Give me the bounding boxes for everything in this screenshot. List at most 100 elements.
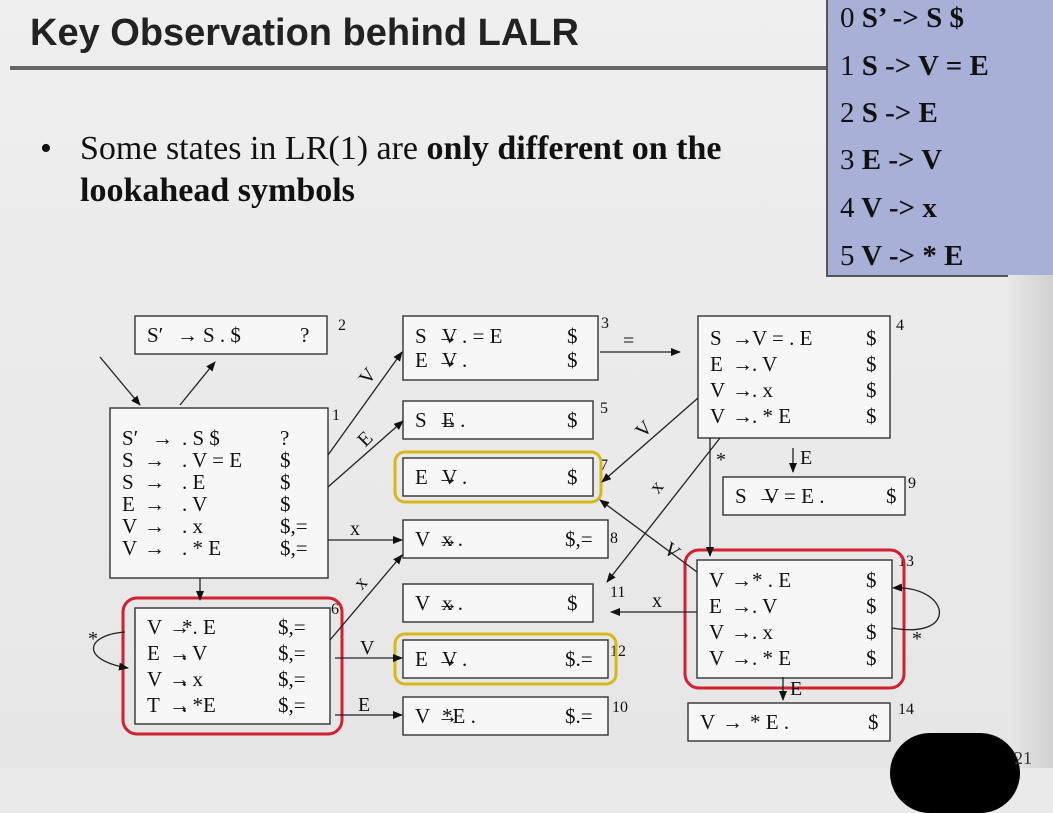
produces-arrow-icon: → — [144, 536, 165, 560]
grammar-rule: 3 E -> V — [840, 144, 942, 177]
produces-arrow-icon: → — [437, 591, 458, 615]
state-box — [134, 315, 328, 355]
item-lookahead: $,= — [280, 536, 308, 560]
state-number: 5 — [600, 400, 608, 417]
state-box — [402, 400, 594, 440]
produces-arrow-icon: → — [732, 352, 753, 376]
item-lookahead: $ — [866, 594, 877, 618]
edge-1-to-3 — [327, 351, 403, 456]
item-lhs: S — [710, 326, 722, 350]
item-lhs: V — [710, 404, 725, 428]
item-rhs: . * E — [752, 404, 791, 428]
state-10: V →*E . $.= 10 — [402, 696, 628, 736]
edge-label-6-to-10: E — [358, 694, 370, 716]
produces-arrow-icon: → — [169, 667, 190, 691]
state-box — [402, 457, 594, 497]
item-lookahead: ? — [300, 323, 309, 347]
item-lhs: V — [147, 667, 162, 691]
grammar-rule: 5 V -> * E — [840, 240, 963, 273]
item-lhs: S — [415, 408, 427, 432]
state-4: S→V = . E$E→. V$V→. x$V→. * E$4 — [697, 315, 904, 439]
state-number: 8 — [610, 530, 618, 547]
item-lhs: S — [122, 470, 134, 494]
state-number: 10 — [612, 699, 628, 716]
item-rhs: V . — [442, 647, 467, 671]
produces-arrow-icon: → — [437, 348, 458, 372]
state-number: 4 — [896, 317, 904, 334]
item-lhs: S — [122, 448, 134, 472]
produces-arrow-icon: → — [437, 704, 458, 728]
item-rhs: *E . — [442, 704, 476, 728]
item-lookahead: $ — [567, 348, 578, 372]
item-lookahead: $ — [280, 448, 291, 472]
item-lhs: V — [122, 536, 137, 560]
edge-label-1-to-5: E — [353, 427, 377, 451]
state-number: 9 — [908, 475, 916, 492]
bullet-text: Some states in LR(1) are only different … — [80, 128, 800, 212]
item-lookahead: $,= — [565, 527, 593, 551]
state-box — [722, 476, 906, 516]
item-rhs: . V — [752, 594, 777, 618]
produces-arrow-icon: → — [144, 492, 165, 516]
item-lookahead: ? — [280, 426, 289, 450]
state-box — [697, 315, 891, 439]
item-rhs: S . $ — [203, 323, 241, 347]
edge-label-13-self: * — [912, 628, 922, 650]
state-box — [402, 639, 609, 679]
state-box — [687, 702, 891, 742]
produces-arrow-icon: → — [177, 323, 198, 347]
state-number: 3 — [601, 315, 609, 332]
lr1-state-diagram: S′→S . $?2S′→. S $?S→. V = E$S→. E$E→. V… — [88, 315, 941, 742]
presenter-overlay — [890, 733, 1020, 813]
produces-arrow-icon: → — [144, 448, 165, 472]
item-rhs: E . — [442, 408, 465, 432]
state-14: V→* E .$14 — [687, 701, 914, 742]
grammar-rule: 4 V -> x — [840, 192, 937, 225]
item-lookahead: $.= — [565, 704, 593, 728]
item-lookahead: $ — [866, 404, 877, 428]
state-number: 6 — [331, 601, 339, 618]
item-lookahead: $ — [567, 408, 578, 432]
produces-arrow-icon: → — [437, 527, 458, 551]
state-5: S→E .$5 — [402, 400, 608, 440]
item-lookahead: $ — [866, 326, 877, 350]
item-lhs: S — [735, 484, 747, 508]
produces-arrow-icon: → — [144, 470, 165, 494]
produces-arrow-icon: → — [732, 404, 753, 428]
state-9: S→V = E .$9 — [722, 475, 916, 516]
edge-1-to-2 — [179, 361, 216, 406]
item-lookahead: $ — [866, 646, 877, 670]
state-1: S′→. S $?S→. V = E$S→. E$E→. V$V→. x$,=V… — [109, 407, 340, 579]
edge-4-to-11 — [606, 437, 721, 583]
item-lookahead: $,= — [278, 615, 306, 639]
item-lhs: V — [415, 704, 430, 728]
state-box — [109, 407, 329, 579]
item-lhs: E — [415, 465, 428, 489]
edge-4-to-7 — [601, 397, 699, 483]
slide-edge-shadow — [1008, 275, 1053, 768]
state-number: 2 — [338, 317, 346, 334]
item-lhs: V — [147, 615, 162, 639]
item-lhs: S — [415, 324, 427, 348]
produces-arrow-icon: → — [731, 620, 752, 644]
item-rhs: . x — [752, 620, 774, 644]
grammar-rule-text: S -> V = E — [861, 50, 989, 82]
state-box — [402, 315, 599, 381]
state-box — [402, 583, 594, 623]
bullet-text-regular: Some states in LR(1) are — [80, 130, 427, 167]
item-lhs: E — [709, 594, 722, 618]
item-rhs: x . — [442, 591, 463, 615]
state-11: V→x .$11 — [402, 583, 625, 623]
item-rhs: . V — [752, 352, 777, 376]
edge-1-to-5 — [327, 420, 404, 488]
item-rhs: V . = E — [442, 324, 502, 348]
produces-arrow-icon: → — [732, 326, 753, 350]
item-rhs: . E — [182, 470, 205, 494]
edge-label-6-self: * — [88, 628, 98, 650]
item-lookahead: $ — [866, 620, 877, 644]
grammar-rule: 0 S’ -> S $ — [840, 2, 964, 35]
item-lhs: V — [415, 527, 430, 551]
item-lhs: V — [709, 646, 724, 670]
item-lookahead: $ — [866, 568, 877, 592]
item-rhs: . * E — [752, 646, 791, 670]
